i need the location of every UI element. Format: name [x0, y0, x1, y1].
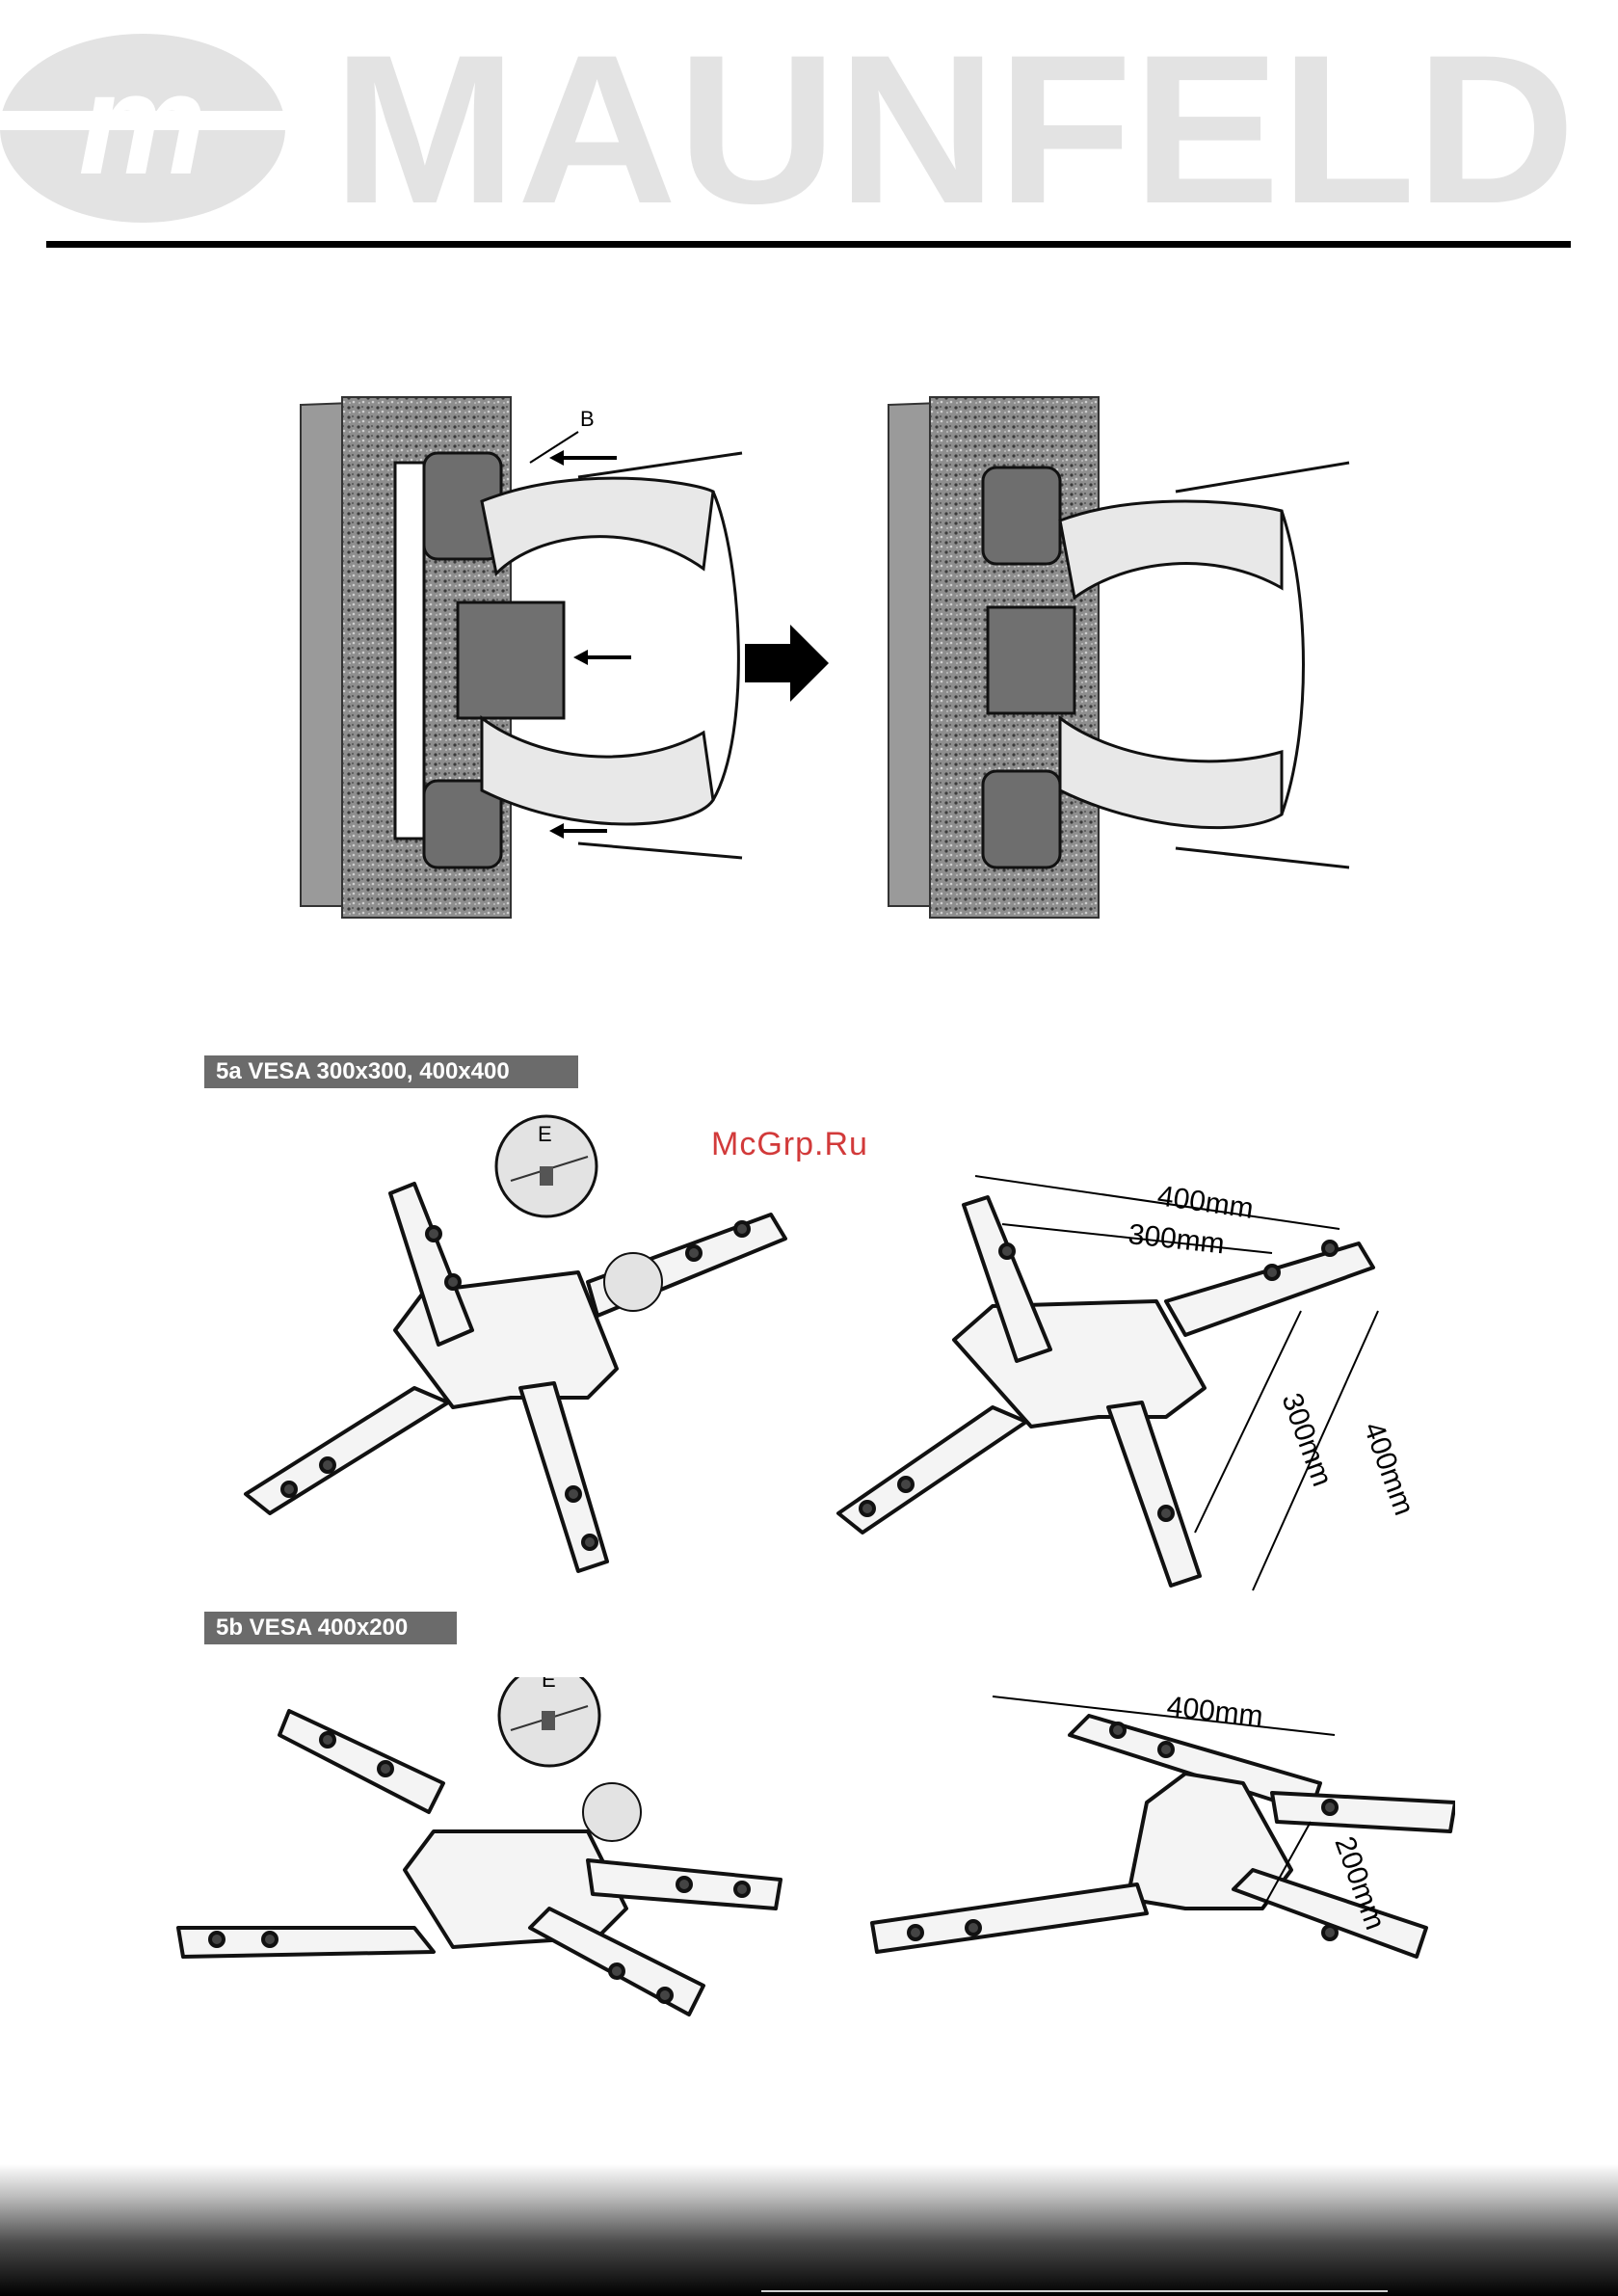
section-5a-title: 5a VESA 300x300, 400x400	[204, 1055, 578, 1088]
adapter-plate-5b-left	[178, 1711, 781, 2015]
push-arrow-top	[549, 450, 617, 466]
dim-5a-top-inner: 300mm	[1127, 1218, 1226, 1260]
vesa-5b-figure: E 400mm 200mm	[164, 1677, 1455, 2121]
adapter-plate-5a-right	[838, 1197, 1373, 1586]
maunfeld-logo: m MAUNFELD	[0, 19, 1618, 241]
vesa-5a-figure: E 400mm 300mm 300mm 400mm	[193, 1108, 1446, 1629]
wall-mount-figure: B	[289, 386, 1368, 935]
bracket-after	[983, 463, 1349, 868]
detail-magnifier-5b: E	[499, 1677, 641, 1841]
footer-line	[761, 2290, 1388, 2292]
dim-5b-top: 400mm	[1165, 1691, 1264, 1732]
dim-5a-side-outer: 400mm	[1357, 1418, 1419, 1519]
dim-5a-top-outer: 400mm	[1155, 1180, 1256, 1225]
push-arrow-middle	[573, 650, 631, 665]
logo-monogram: m	[78, 42, 206, 204]
header-divider	[46, 241, 1571, 248]
adapter-plate-5a-left	[246, 1184, 785, 1571]
detail-label-e-5a: E	[538, 1122, 552, 1146]
detail-label-e-5b: E	[542, 1677, 556, 1692]
brand-name: MAUNFELD	[332, 19, 1576, 241]
right-arrow-icon	[745, 625, 829, 702]
footer-bar	[0, 2164, 1618, 2296]
dim-5a-side-inner: 300mm	[1275, 1389, 1338, 1490]
callout-b-label: B	[580, 407, 595, 431]
maunfeld-logo-icon: m	[0, 34, 285, 223]
push-arrow-bottom	[549, 823, 607, 839]
